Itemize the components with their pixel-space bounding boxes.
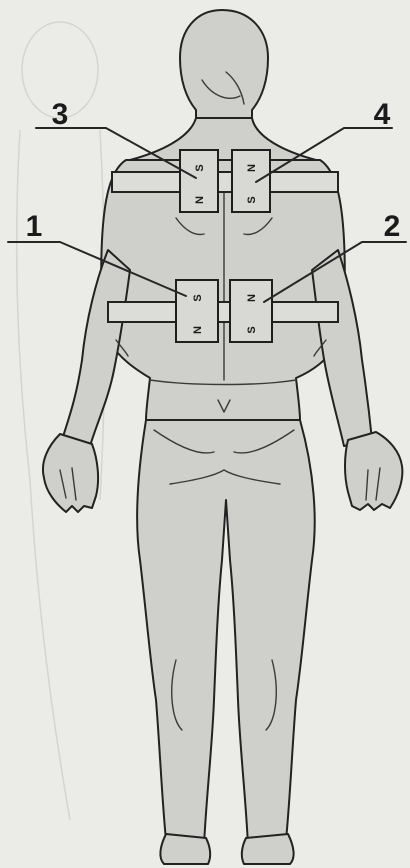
callout-3: 3	[52, 98, 69, 131]
lower-strap	[108, 302, 338, 322]
magnet-pole-label: N	[246, 294, 258, 302]
magnet-pole-label: S	[246, 326, 258, 333]
legs	[137, 420, 315, 846]
magnet-pole-label: N	[246, 164, 258, 172]
callout-2: 2	[384, 210, 401, 243]
right-hand	[345, 432, 402, 510]
callout-1: 1	[26, 210, 43, 243]
body-silhouette	[43, 10, 402, 864]
magnet-pole-label: N	[194, 196, 206, 204]
magnet-upper-right: N S	[232, 150, 270, 212]
head	[180, 10, 268, 128]
magnet-pole-label: S	[246, 196, 258, 203]
magnet-pole-label: N	[192, 326, 204, 334]
callout-4: 4	[374, 98, 391, 131]
left-hand	[43, 434, 98, 512]
right-foot	[242, 834, 294, 864]
neck	[130, 118, 316, 160]
upper-strap	[112, 172, 338, 192]
magnet-pole-label: S	[194, 164, 206, 171]
magnet-lower-right: N S	[230, 280, 272, 342]
left-foot	[160, 834, 210, 864]
magnet-upper-left: S N	[180, 150, 218, 212]
magnet-lower-left: S N	[176, 280, 218, 342]
torso	[101, 160, 345, 420]
magnet-pole-label: S	[192, 294, 204, 301]
